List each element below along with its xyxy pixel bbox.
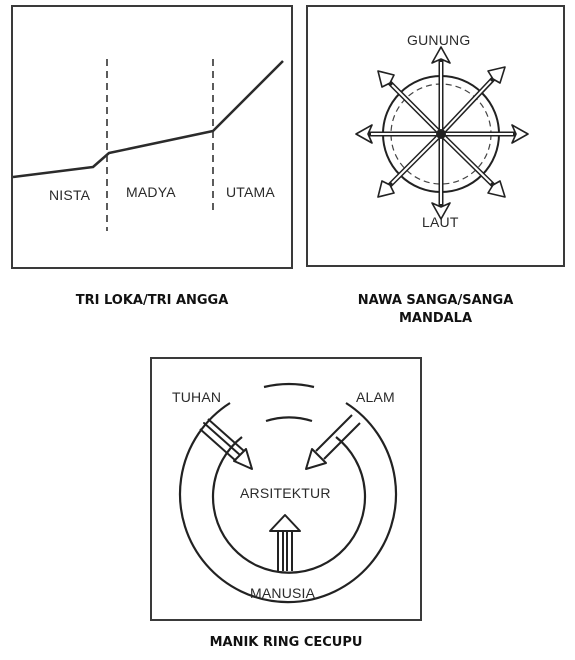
inner-ring-top <box>266 417 312 421</box>
nawa-sanga-caption: NAWA SANGA/SANGA MANDALA <box>306 292 565 328</box>
outer-ring-top <box>264 384 314 387</box>
tuhan-label: TUHAN <box>172 389 221 405</box>
nawa-sanga-panel: GUNUNG LAUT <box>306 5 565 267</box>
tuhan-arrow <box>200 419 252 469</box>
manusia-arrow <box>270 515 300 571</box>
elevation-line <box>13 61 283 177</box>
nawa-sanga-caption-line1: NAWA SANGA/SANGA <box>306 292 565 310</box>
tri-loka-caption: TRI LOKA/TRI ANGGA <box>11 292 293 310</box>
manik-ring-panel: TUHAN ALAM ARSITEKTUR MANUSIA <box>150 357 422 621</box>
manusia-label: MANUSIA <box>250 585 315 601</box>
zone-label-nista: NISTA <box>49 187 90 203</box>
tri-loka-panel: NISTA MADYA UTAMA <box>11 5 293 269</box>
arsitektur-label: ARSITEKTUR <box>240 485 331 501</box>
tri-loka-diagram <box>13 7 295 271</box>
manik-ring-caption: MANIK RING CECUPU <box>150 634 422 652</box>
mandala-center <box>436 129 446 139</box>
alam-label: ALAM <box>356 389 395 405</box>
nawa-sanga-caption-line2: MANDALA <box>306 310 565 328</box>
inner-ring <box>213 437 365 573</box>
zone-label-madya: MADYA <box>126 184 176 200</box>
zone-label-utama: UTAMA <box>226 184 275 200</box>
gunung-label: GUNUNG <box>407 32 470 48</box>
laut-label: LAUT <box>422 214 459 230</box>
alam-arrow <box>306 415 360 469</box>
